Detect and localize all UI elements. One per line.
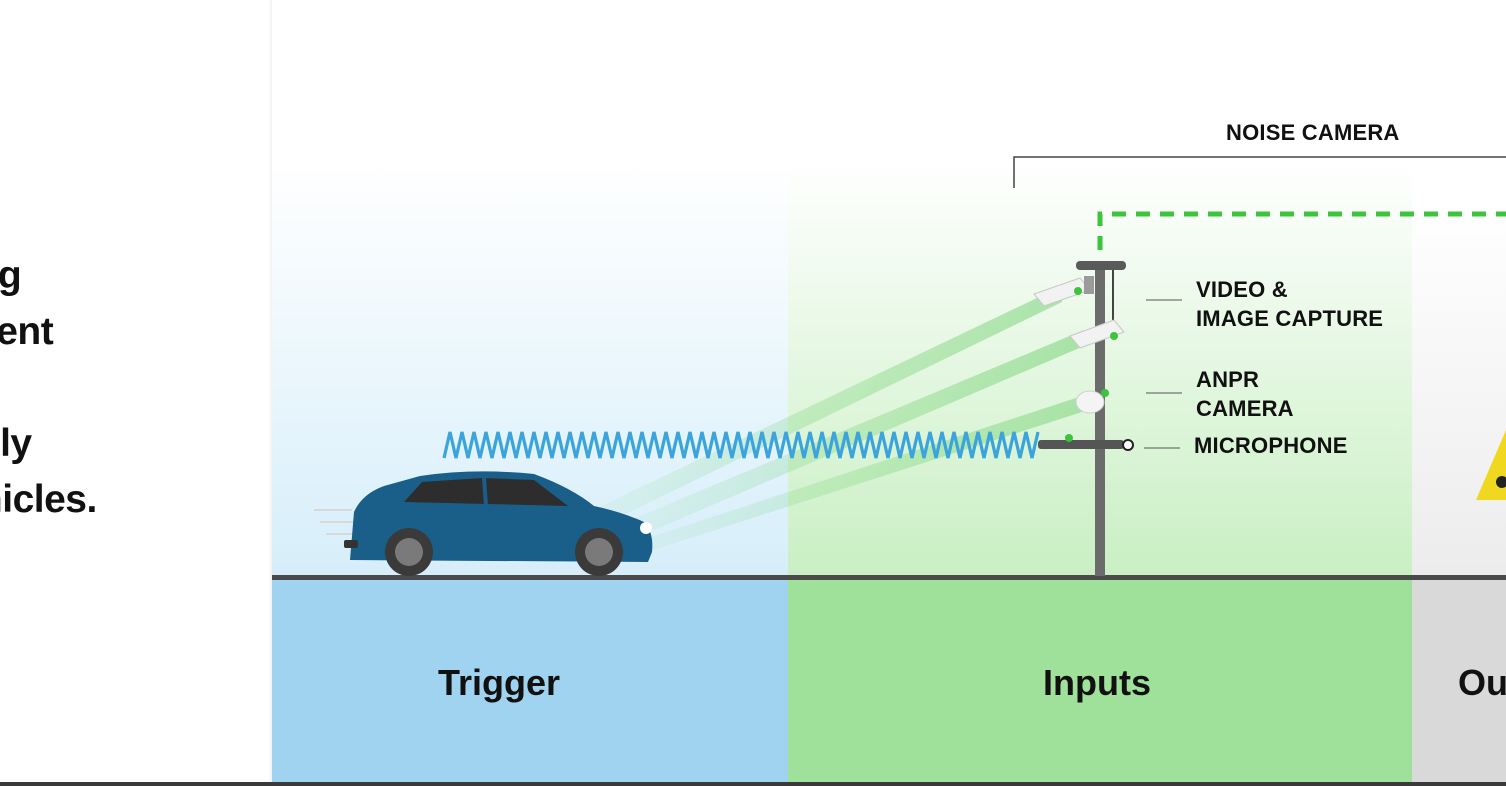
headline-line: ssively xyxy=(0,422,32,465)
headline-line: roving xyxy=(0,254,22,297)
anpr-label-line2: CAMERA xyxy=(1196,396,1294,421)
trigger-label: Trigger xyxy=(438,662,561,703)
inputs-label: Inputs xyxy=(1043,662,1151,703)
video-camera-1 xyxy=(1033,276,1094,307)
microphone-label: MICROPHONE xyxy=(1194,433,1348,458)
left-text-panel: roving rcement nst ssively y vehicles. xyxy=(0,0,272,786)
outputs-panel xyxy=(1412,578,1506,786)
noise-camera-bracket xyxy=(1013,156,1506,188)
anpr-camera xyxy=(1075,389,1109,414)
trigger-panel xyxy=(272,578,788,786)
headline-line: nst xyxy=(0,360,265,416)
diagram-canvas xyxy=(272,0,1506,786)
noise-camera-outline xyxy=(1097,211,1506,250)
microphone-device xyxy=(1038,434,1134,451)
video-camera-2 xyxy=(1069,319,1125,349)
warning-sign-mark xyxy=(1496,476,1506,488)
video-label-line2: IMAGE CAPTURE xyxy=(1196,306,1384,331)
outputs-label: Ou xyxy=(1458,662,1506,703)
car xyxy=(314,471,653,576)
anpr-label-line1: ANPR xyxy=(1196,367,1260,392)
inputs-panel xyxy=(788,578,1412,786)
pole-top xyxy=(1076,261,1126,270)
bottom-bar xyxy=(0,782,1506,786)
headline-line: rcement xyxy=(0,310,54,353)
sound-wave xyxy=(442,431,1040,459)
headline-line: y vehicles. xyxy=(0,478,97,521)
noise-camera-diagram: NOISE CAMERA VIDEO & IMAGE CAPTURE ANPR … xyxy=(272,0,1506,786)
video-beam-upper xyxy=(572,286,1062,540)
camera-pole xyxy=(1095,266,1105,576)
noise-camera-title: NOISE CAMERA xyxy=(1226,120,1400,145)
video-label-line1: VIDEO & xyxy=(1196,277,1288,302)
headline-text: roving rcement nst ssively y vehicles. xyxy=(0,248,265,528)
road-line xyxy=(272,575,1506,580)
